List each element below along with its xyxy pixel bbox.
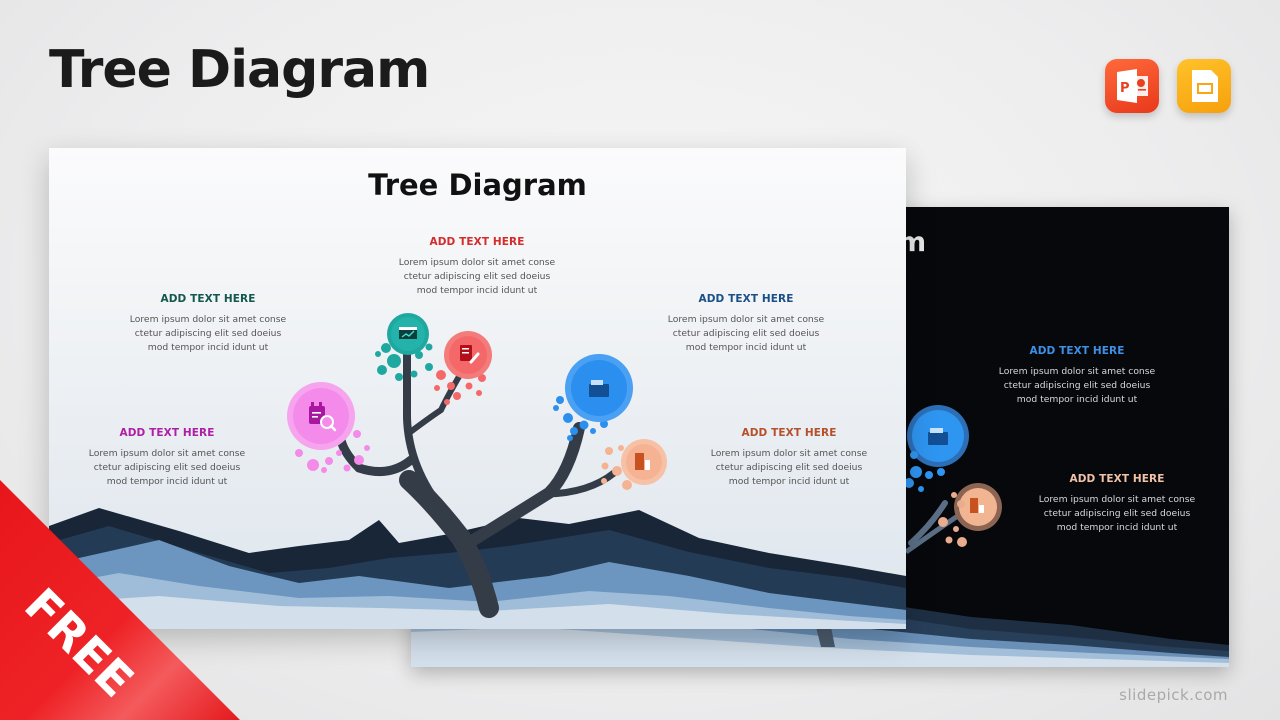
body-line: ctetur adipiscing elit sed doeius — [715, 462, 863, 473]
block-heading: ADD TEXT HERE — [1069, 473, 1165, 485]
block-body: Lorem ipsum dolor sit amet conse ctetur … — [377, 256, 577, 298]
block-body: Lorem ipsum dolor sit amet conse ctetur … — [977, 365, 1177, 407]
body-line: ctetur adipiscing elit sed doeius — [672, 328, 820, 339]
body-line: mod tempor incid idunt ut — [1056, 522, 1178, 533]
body-line: ctetur adipiscing elit sed doeius — [134, 328, 282, 339]
body-line: mod tempor incid idunt ut — [728, 476, 850, 487]
block-body: Lorem ipsum dolor sit amet conse ctetur … — [1017, 493, 1217, 535]
body-line: ctetur adipiscing elit sed doeius — [93, 462, 241, 473]
block-heading: ADD TEXT HERE — [1029, 345, 1125, 357]
text-block-lower-right: ADD TEXT HERE Lorem ipsum dolor sit amet… — [689, 427, 889, 489]
text-block-lower-left: ADD TEXT HERE Lorem ipsum dolor sit amet… — [67, 427, 267, 489]
body-line: Lorem ipsum dolor sit amet conse — [88, 448, 246, 459]
body-line: mod tempor incid idunt ut — [1016, 394, 1138, 405]
block-heading: ADD TEXT HERE — [698, 293, 794, 305]
google-slides-icon[interactable] — [1177, 59, 1231, 113]
svg-text:P: P — [1120, 81, 1130, 96]
powerpoint-icon[interactable]: P — [1105, 59, 1159, 113]
block-body: Lorem ipsum dolor sit amet conse ctetur … — [108, 313, 308, 355]
body-line: Lorem ipsum dolor sit amet conse — [398, 257, 556, 268]
body-line: Lorem ipsum dolor sit amet conse — [1038, 494, 1196, 505]
body-line: Lorem ipsum dolor sit amet conse — [998, 366, 1156, 377]
body-line: mod tempor incid idunt ut — [106, 476, 228, 487]
body-line: Lorem ipsum dolor sit amet conse — [667, 314, 825, 325]
block-body: Lorem ipsum dolor sit amet conse ctetur … — [67, 447, 267, 489]
free-badge: FREE — [0, 480, 240, 720]
block-heading: ADD TEXT HERE — [119, 427, 215, 439]
block-heading: ADD TEXT HERE — [741, 427, 837, 439]
body-line: ctetur adipiscing elit sed doeius — [1003, 380, 1151, 391]
block-heading: ADD TEXT HERE — [160, 293, 256, 305]
body-line: mod tempor incid idunt ut — [416, 285, 538, 296]
dark-text-block-upper-right: ADD TEXT HERE Lorem ipsum dolor sit amet… — [977, 345, 1177, 407]
light-slide-preview: Tree Diagram ADD TEXT HERE Lorem ipsum d… — [49, 148, 906, 629]
text-block-upper-right: ADD TEXT HERE Lorem ipsum dolor sit amet… — [646, 293, 846, 355]
body-line: mod tempor incid idunt ut — [685, 342, 807, 353]
body-line: ctetur adipiscing elit sed doeius — [1043, 508, 1191, 519]
slide-title: Tree Diagram — [368, 168, 587, 202]
body-line: Lorem ipsum dolor sit amet conse — [129, 314, 287, 325]
watermark: slidepick.com — [1119, 686, 1228, 704]
page-title: Tree Diagram — [49, 40, 430, 100]
body-line: mod tempor incid idunt ut — [147, 342, 269, 353]
body-line: ctetur adipiscing elit sed doeius — [403, 271, 551, 282]
dark-text-block-lower-right: ADD TEXT HERE Lorem ipsum dolor sit amet… — [1017, 473, 1217, 535]
body-line: Lorem ipsum dolor sit amet conse — [710, 448, 868, 459]
block-body: Lorem ipsum dolor sit amet conse ctetur … — [646, 313, 846, 355]
text-block-upper-left: ADD TEXT HERE Lorem ipsum dolor sit amet… — [108, 293, 308, 355]
block-heading: ADD TEXT HERE — [429, 236, 525, 248]
text-block-top: ADD TEXT HERE Lorem ipsum dolor sit amet… — [377, 236, 577, 298]
block-body: Lorem ipsum dolor sit amet conse ctetur … — [689, 447, 889, 489]
